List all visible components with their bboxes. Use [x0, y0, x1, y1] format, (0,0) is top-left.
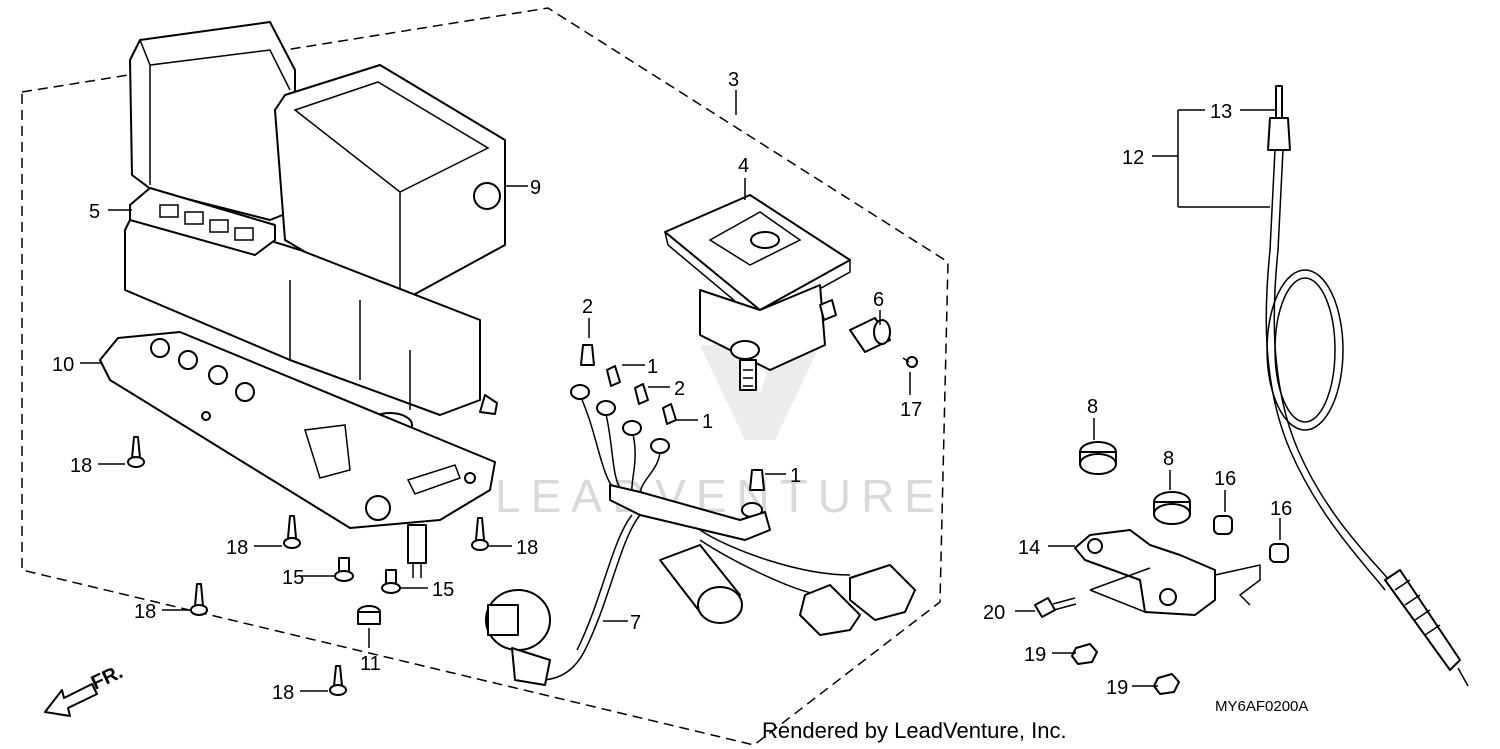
callout-18-e: 18 [272, 682, 294, 704]
callout-3: 3 [728, 69, 739, 91]
callout-8-a: 8 [1087, 396, 1098, 418]
callout-20: 20 [983, 602, 1005, 624]
cable-adapter-6 [849, 317, 891, 353]
callout-19-b: 19 [1106, 677, 1128, 699]
rendered-by-text: Rendered by LeadVenture, Inc. [762, 718, 1067, 743]
callout-18-a: 18 [70, 455, 92, 477]
callout-9: 9 [530, 177, 541, 199]
front-direction-indicator: FR. [44, 661, 126, 717]
meter-assembly-outline [21, 7, 949, 746]
callout-4: 4 [738, 155, 749, 177]
callout-1-b: 1 [702, 411, 713, 433]
callout-18-c: 18 [516, 537, 538, 559]
callout-10: 10 [52, 354, 74, 376]
front-arrow-icon [44, 683, 98, 717]
diagram-code: MY6AF0200A [1215, 698, 1308, 715]
callout-12: 12 [1122, 147, 1144, 169]
speedometer-cable [1265, 85, 1469, 687]
meter-case-assembly [99, 21, 506, 578]
callout-1-c: 1 [790, 465, 801, 487]
callout-11: 11 [360, 653, 381, 675]
watermark: LEADVENTURE [495, 345, 935, 522]
callout-16-a: 16 [1214, 468, 1236, 490]
callout-6: 6 [873, 289, 884, 311]
speedometer-unit [664, 194, 851, 391]
callout-16-b: 16 [1270, 498, 1292, 520]
collars [1213, 515, 1289, 563]
leader-lines [80, 90, 1281, 692]
callout-7: 7 [630, 612, 641, 634]
screws [127, 436, 489, 696]
callout-15-a: 15 [282, 567, 304, 589]
callout-2-b: 2 [674, 378, 685, 400]
callout-5: 5 [89, 201, 100, 223]
bracket [1074, 529, 1261, 616]
grommets [1079, 441, 1191, 525]
callout-1-a: 1 [647, 356, 658, 378]
callout-19-a: 19 [1024, 644, 1046, 666]
callout-8-b: 8 [1163, 448, 1174, 470]
callout-13: 13 [1210, 101, 1232, 123]
callout-14: 14 [1018, 537, 1040, 559]
callout-labels: 3 4 5 9 10 18 18 18 18 18 15 15 11 2 1 2… [52, 69, 1292, 704]
bolt-20 [1034, 597, 1077, 618]
callout-18-d: 18 [134, 601, 156, 623]
callout-17: 17 [900, 399, 922, 421]
callout-15-b: 15 [432, 579, 454, 601]
bulbs [580, 344, 765, 491]
callout-2-a: 2 [582, 296, 593, 318]
screw-17 [902, 356, 918, 368]
callout-18-b: 18 [226, 537, 248, 559]
wire-harness [485, 384, 916, 686]
